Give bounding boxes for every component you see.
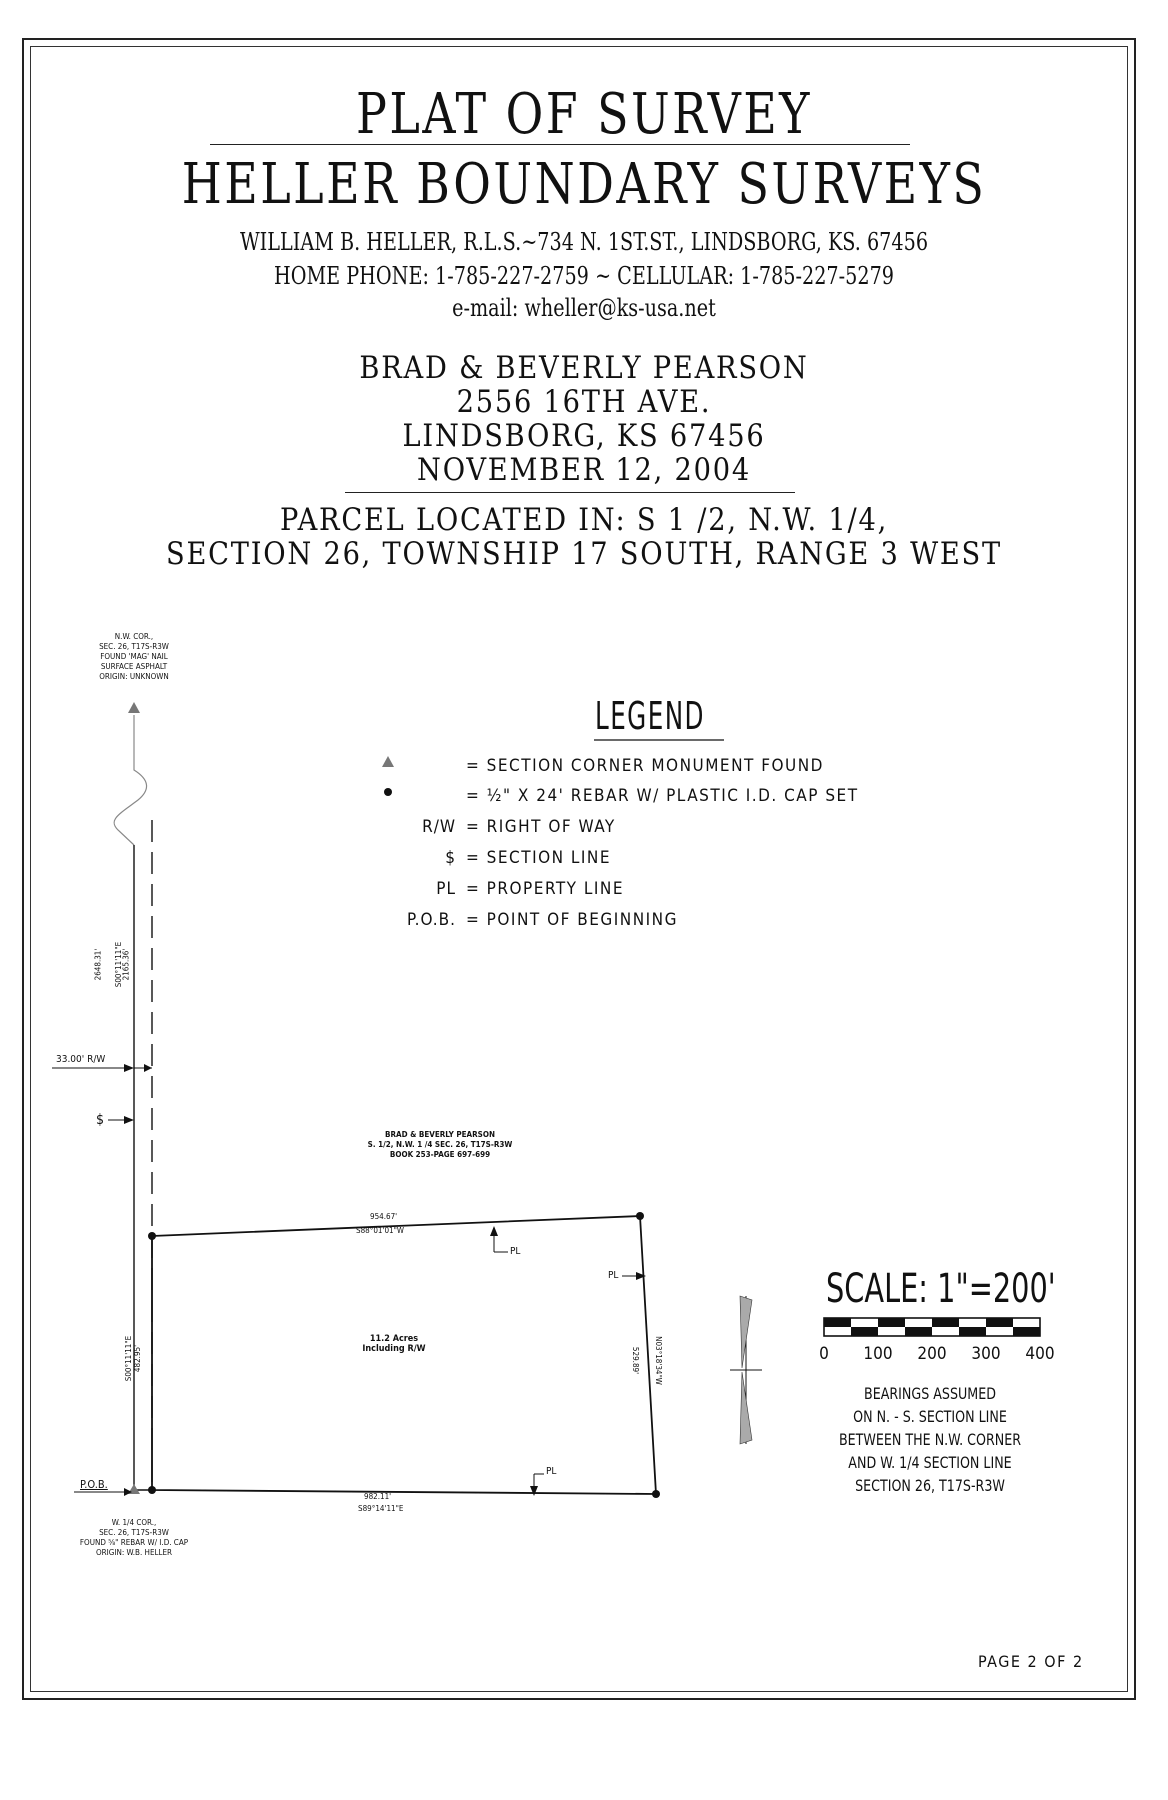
parcel-location-line1: PARCEL LOCATED IN: S 1 /2, N.W. 1/4,	[279, 502, 889, 538]
surveyor-address: WILLIAM B. HELLER, R.L.S.~734 N. 1ST.ST.…	[239, 228, 929, 256]
north-line-bearing: S88°01'01"W	[356, 1226, 405, 1235]
pl-label-south: PL	[546, 1466, 557, 1477]
east-line-distance: 529.89'	[631, 1346, 641, 1375]
rebar-dot-icon	[636, 1212, 644, 1220]
west-line-total-distance: 2648.31'	[93, 948, 103, 981]
survey-date: NOVEMBER 12, 2004	[417, 452, 751, 488]
north-arrow-icon	[730, 1295, 762, 1445]
section-line-break	[113, 715, 148, 846]
legend-item-section-line: = SECTION LINE	[466, 848, 612, 868]
legend-item-row: = RIGHT OF WAY	[466, 817, 616, 837]
section-line-symbol: $	[96, 1112, 105, 1128]
page-border-inner	[30, 46, 1128, 1692]
bearing-note-line2: ON N. - S. SECTION LINE	[853, 1407, 1007, 1426]
pob-label: P.O.B.	[80, 1478, 108, 1491]
row-width-label: 33.00' R/W	[56, 1054, 106, 1065]
parcel-owner-note: BRAD & BEVERLY PEARSON S. 1/2, N.W. 1 /4…	[367, 1130, 513, 1159]
legend-item-property-line: = PROPERTY LINE	[466, 879, 624, 899]
client-city: LINDSBORG, KS 67456	[402, 418, 766, 454]
scale-tick-0: 0	[819, 1344, 829, 1364]
bearing-note-line4: AND W. 1/4 SECTION LINE	[848, 1453, 1012, 1472]
parcel-boundary	[151, 1215, 657, 1495]
w-quarter-corner-note: W. 1/4 COR., SEC. 26, T17S-R3W FOUND ⅝" …	[79, 1518, 189, 1557]
south-line-distance: 982.11'	[364, 1492, 392, 1501]
legend-symbol-section: $	[445, 848, 456, 868]
scale-tick-300: 300	[971, 1344, 1001, 1364]
bearing-note-line5: SECTION 26, T17S-R3W	[855, 1476, 1005, 1495]
legend-dot-icon	[384, 788, 392, 796]
scale-title: SCALE: 1"=200'	[826, 1266, 1056, 1312]
nw-corner-triangle-icon	[128, 702, 140, 713]
bearing-note-line3: BETWEEN THE N.W. CORNER	[838, 1430, 1022, 1449]
scale-tick-100: 100	[863, 1344, 893, 1364]
scale-bar	[823, 1317, 1041, 1337]
client-names: BRAD & BEVERLY PEARSON	[359, 350, 809, 386]
pl-label-east: PL	[608, 1270, 619, 1281]
west-boundary-distance: 482.95'	[133, 1344, 143, 1373]
legend-item-monument: = SECTION CORNER MONUMENT FOUND	[466, 756, 824, 776]
west-line-partial-distance: 2165.36'	[121, 948, 131, 981]
east-line-bearing: N03°18'34"W	[653, 1336, 663, 1385]
south-line-bearing: S89°14'11"E	[358, 1504, 404, 1513]
rebar-dot-icon	[148, 1486, 156, 1494]
legend-item-pob: = POINT OF BEGINNING	[466, 910, 678, 930]
legend-item-rebar: = ½" X 24' REBAR W/ PLASTIC I.D. CAP SET	[466, 786, 859, 806]
pl-label-north: PL	[510, 1246, 521, 1257]
bearing-note-line1: BEARINGS ASSUMED	[864, 1384, 996, 1403]
north-line-distance: 954.67'	[370, 1212, 398, 1221]
rebar-dot-icon	[652, 1490, 660, 1498]
page-border-outer	[22, 38, 1136, 1700]
plat-title: PLAT OF SURVEY	[356, 82, 812, 147]
page-number: PAGE 2 OF 2	[978, 1652, 1084, 1671]
title-underline	[210, 144, 910, 145]
west-boundary-bearing: S00°11'11"E	[124, 1335, 134, 1382]
surveyor-email: e-mail: wheller@ks-usa.net	[452, 294, 716, 322]
scale-tick-400: 400	[1025, 1344, 1055, 1364]
client-street: 2556 16TH AVE.	[456, 384, 712, 420]
parcel-location-line2: SECTION 26, TOWNSHIP 17 SOUTH, RANGE 3 W…	[166, 536, 1002, 572]
client-underline	[345, 492, 795, 493]
parcel-area: 11.2 Acres Including R/W	[362, 1334, 426, 1354]
scale-tick-200: 200	[917, 1344, 947, 1364]
legend-symbol-row: R/W	[422, 817, 456, 837]
company-name: HELLER BOUNDARY SURVEYS	[181, 152, 987, 217]
legend-title: LEGEND	[595, 694, 705, 738]
rebar-dot-icon	[148, 1232, 156, 1240]
surveyor-phone: HOME PHONE: 1-785-227-2759 ~ CELLULAR: 1…	[274, 262, 894, 290]
legend-triangle-icon	[382, 756, 394, 767]
legend-symbol-property: PL	[436, 879, 456, 899]
nw-corner-note: N.W. COR., SEC. 26, T17S-R3W FOUND 'MAG'…	[99, 632, 169, 681]
legend-symbol-pob: P.O.B.	[407, 910, 456, 930]
